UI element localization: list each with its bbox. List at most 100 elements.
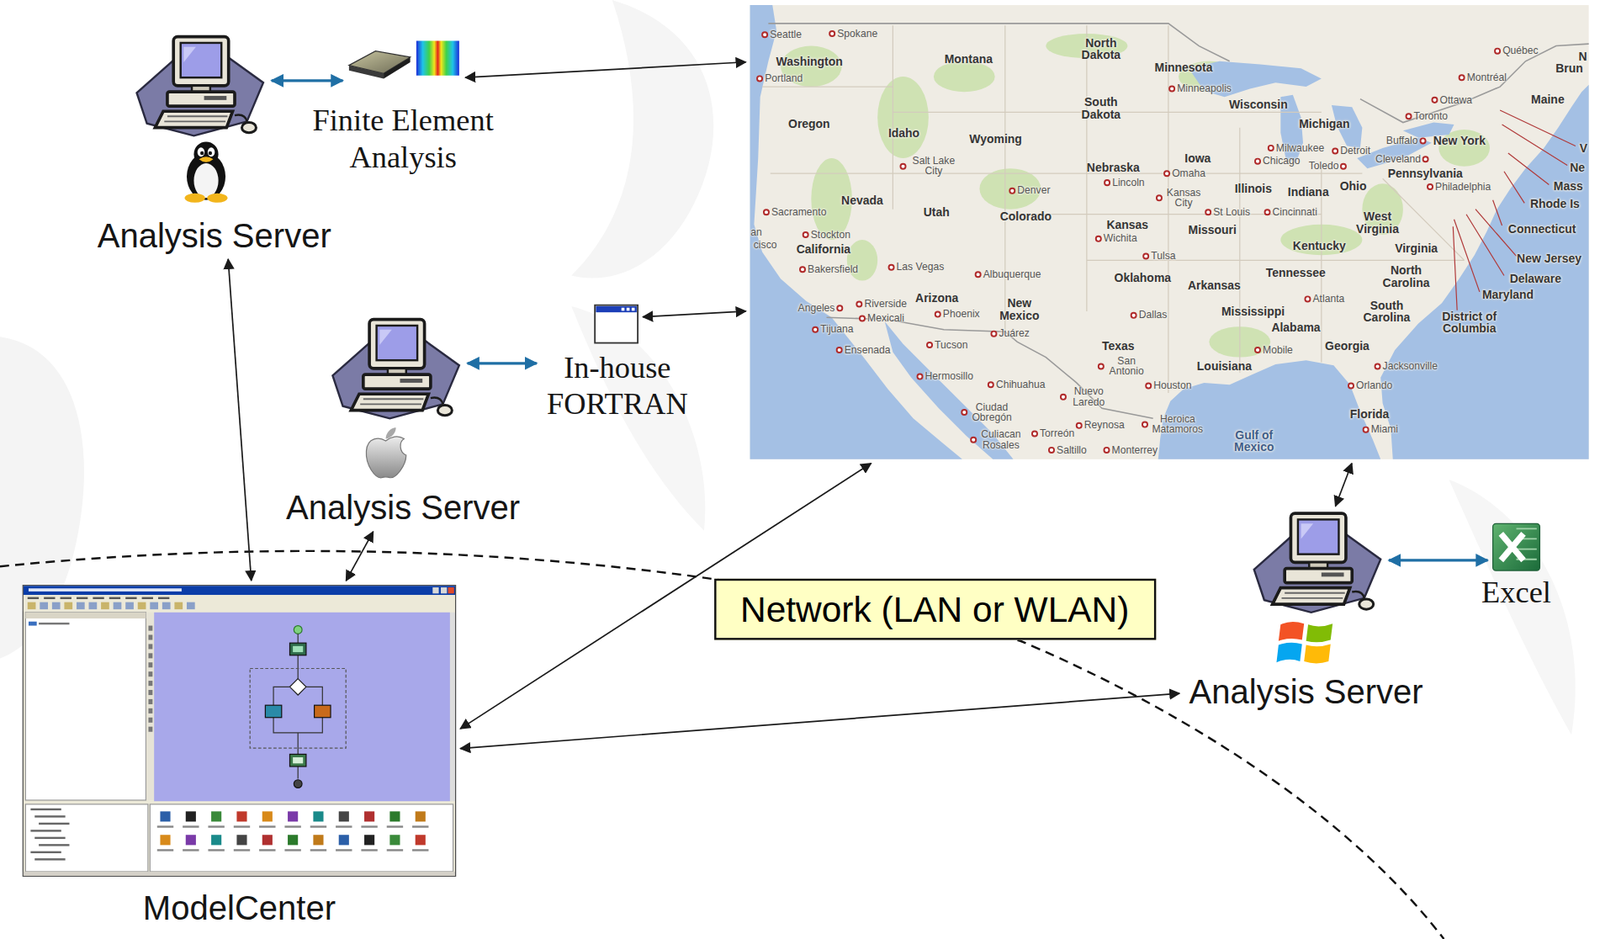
modelcenter-screenshot — [287, 810, 298, 822]
network-link-arrow — [345, 531, 373, 581]
computer-icon — [399, 378, 423, 383]
network-boundary — [0, 550, 1444, 939]
region-label: Kentucky — [1292, 239, 1346, 253]
server-label: Analysis Server — [94, 216, 335, 255]
windows-logo — [1278, 621, 1304, 642]
city-dot — [1431, 97, 1437, 103]
city-label: Atlanta — [1313, 293, 1346, 305]
city-label: Culiacan Rosales — [978, 429, 1023, 451]
modelcenter-screenshot — [52, 602, 61, 610]
city-dot — [762, 31, 768, 38]
city-label: Denver — [1017, 185, 1050, 197]
modelcenter-screenshot — [310, 825, 327, 827]
city-label: Houston — [1153, 380, 1192, 392]
linux-logo — [199, 156, 214, 163]
city-dot — [1169, 85, 1175, 91]
network-label: Network (LAN or WLAN) — [740, 588, 1129, 631]
modelcenter-screenshot — [289, 753, 306, 767]
apple-logo — [386, 427, 397, 439]
city-label: Lincoln — [1112, 176, 1145, 188]
modelcenter-screenshot — [159, 834, 170, 845]
city-dot — [1375, 363, 1381, 369]
modelcenter-screenshot — [360, 825, 377, 827]
city-dot — [1494, 48, 1500, 54]
computer-icon — [132, 33, 268, 138]
city-dot — [1032, 430, 1038, 436]
city-label: Seattle — [769, 29, 802, 41]
software-label: Finite Element Analysis — [306, 101, 500, 175]
modelcenter-screenshot — [34, 858, 65, 860]
city-label: Montréal — [1467, 72, 1507, 84]
window-icon — [631, 307, 636, 312]
software-item: In-house FORTRAN — [540, 303, 695, 423]
modelcenter-screenshot — [30, 829, 61, 832]
region-label: Maine — [1531, 92, 1565, 106]
city-dot — [1156, 195, 1162, 201]
software-item: Finite Element Analysis — [306, 37, 500, 176]
city-label: Tulsa — [1150, 250, 1176, 262]
fea-icons — [349, 65, 384, 80]
city-label: Mobile — [1262, 344, 1293, 355]
modelcenter-screenshot — [148, 643, 153, 649]
map-image — [1158, 360, 1381, 460]
modelcenter-screenshot — [39, 602, 48, 610]
city-dot — [1049, 447, 1055, 453]
modelcenter-screenshot — [27, 602, 37, 610]
city-dot — [1255, 158, 1261, 165]
modelcenter-screenshot — [412, 825, 429, 827]
window-icon — [626, 307, 631, 312]
modelcenter-screenshot — [76, 597, 88, 599]
modelcenter-screenshot — [22, 584, 457, 877]
modelcenter-screenshot — [292, 646, 303, 652]
modelcenter-screenshot — [186, 602, 196, 610]
city-label: Bakersfield — [807, 264, 859, 276]
modelcenter-screenshot — [207, 848, 224, 851]
city-dot — [990, 331, 997, 337]
computer-icon — [1250, 510, 1385, 615]
modelcenter-screenshot — [297, 633, 299, 679]
region-label: North Carolina — [1376, 264, 1436, 289]
city-dot — [1104, 180, 1110, 186]
city-label: Spokane — [837, 27, 878, 39]
city-dot — [975, 271, 981, 277]
city-label: Wichita — [1103, 233, 1138, 244]
modelcenter-screenshot — [153, 612, 451, 801]
computer-icon — [430, 397, 444, 405]
region-label: Nevada — [841, 193, 884, 207]
computer-icon — [180, 42, 223, 78]
region-label: Illinois — [1234, 182, 1272, 196]
region-label: Virginia — [1394, 241, 1438, 255]
modelcenter-screenshot — [38, 843, 69, 846]
city-dot — [935, 312, 941, 318]
modelcenter-screenshot — [289, 678, 306, 695]
computer-icon — [204, 95, 228, 101]
modelcenter-screenshot — [60, 597, 72, 599]
modelcenter-screenshot — [43, 597, 55, 599]
modelcenter-screenshot — [312, 810, 324, 822]
local-link-arrow — [1388, 558, 1489, 562]
city-dot — [1096, 236, 1102, 242]
city-dot — [927, 342, 933, 348]
analysis-server: Analysis Server — [94, 33, 335, 255]
modelcenter-screenshot — [148, 708, 153, 714]
computer-icon — [154, 111, 233, 128]
modelcenter-screenshot — [142, 597, 154, 599]
city-label: Tijuana — [820, 323, 853, 335]
region-label: Iowa — [1184, 152, 1211, 165]
region-label: Oklahoma — [1114, 271, 1171, 285]
modelcenter-screenshot — [148, 726, 153, 732]
computer-icon — [1301, 523, 1314, 539]
software-item: Excel — [1469, 522, 1564, 610]
city-dot — [1268, 145, 1274, 151]
linux-logo — [208, 151, 212, 155]
modelcenter-screenshot — [162, 602, 171, 610]
city-dot — [837, 305, 843, 311]
region-label: Georgia — [1324, 339, 1370, 353]
region-label: Nebraska — [1086, 161, 1140, 175]
city-label: Orlando — [1356, 380, 1393, 392]
city-label: Angeles — [798, 302, 836, 314]
modelcenter-screenshot — [415, 834, 426, 845]
computer-icon — [360, 398, 424, 404]
region-label: Michigan — [1298, 116, 1350, 130]
